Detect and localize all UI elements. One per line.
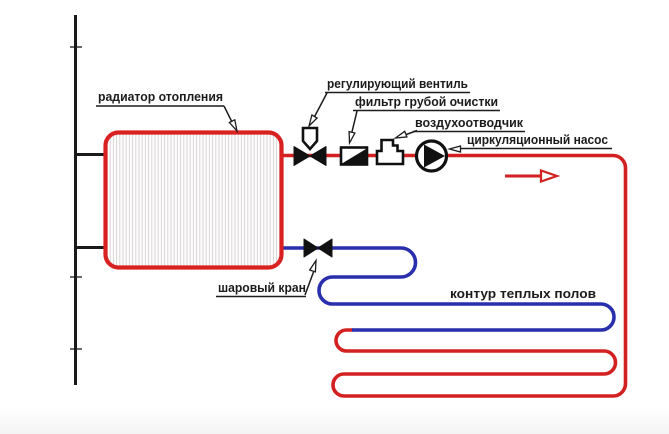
leader-arrow-icon — [393, 130, 408, 139]
circulation-pump-symbol — [414, 139, 449, 173]
label-regulating-valve: регулирующий вентиль — [307, 76, 470, 129]
supply-pipe — [281, 153, 628, 398]
valve-icon — [309, 146, 327, 166]
radiator-branch-pipes — [75, 153, 108, 249]
ball-valve-leader — [304, 271, 315, 296]
regulating-valve-leader — [312, 92, 328, 120]
radiator-label: радиатор отопления — [98, 89, 223, 104]
ball-valve-icon — [303, 238, 319, 258]
radiator-symbol — [103, 130, 284, 270]
leader-arrow-icon — [228, 118, 239, 134]
regulating-valve-symbol — [293, 126, 327, 166]
valve-icon — [293, 146, 311, 166]
return-pipe — [281, 246, 616, 332]
leader-arrow-icon — [447, 145, 462, 153]
coarse-filter-label: фильтр грубой очистки — [355, 94, 498, 109]
floor-circuit-label: контур теплых полов — [450, 286, 596, 301]
leader-arrow-icon — [308, 258, 317, 273]
label-radiator: радиатор отопления — [96, 89, 239, 134]
source-riser-pipe — [70, 15, 82, 385]
air-vent-symbol — [375, 138, 405, 166]
label-circulation-pump: циркуляционный насос — [447, 132, 612, 153]
leader-arrow-icon — [348, 130, 356, 146]
regulating-valve-label: регулирующий вентиль — [327, 76, 468, 91]
coarse-filter-leader — [350, 110, 358, 135]
filter-screen-icon — [342, 149, 366, 164]
valve-actuator-icon — [301, 126, 319, 151]
air-vent-label: воздухоотводчик — [415, 115, 523, 130]
air-vent-icon — [375, 138, 405, 166]
leader-arrow-icon — [307, 114, 319, 129]
ball-valve-label: шаровый кран — [218, 280, 306, 295]
flow-direction-arrow — [505, 168, 561, 184]
label-air-vent: воздухоотводчик — [393, 115, 525, 139]
ball-valve-symbol — [303, 238, 333, 258]
radiator-icon — [103, 130, 284, 270]
ball-valve-icon — [317, 238, 333, 258]
arrow-head-icon — [539, 168, 561, 184]
circulation-pump-label: циркуляционный насос — [467, 132, 608, 147]
label-ball-valve: шаровый кран — [216, 258, 317, 298]
label-coarse-filter: фильтр грубой очистки — [348, 94, 500, 146]
air-vent-leader — [404, 129, 418, 136]
radiator-leader — [223, 105, 234, 124]
label-floor-circuit: контур теплых полов — [450, 286, 596, 301]
coarse-filter-symbol — [339, 146, 369, 166]
pump-rotor-icon — [424, 144, 445, 168]
